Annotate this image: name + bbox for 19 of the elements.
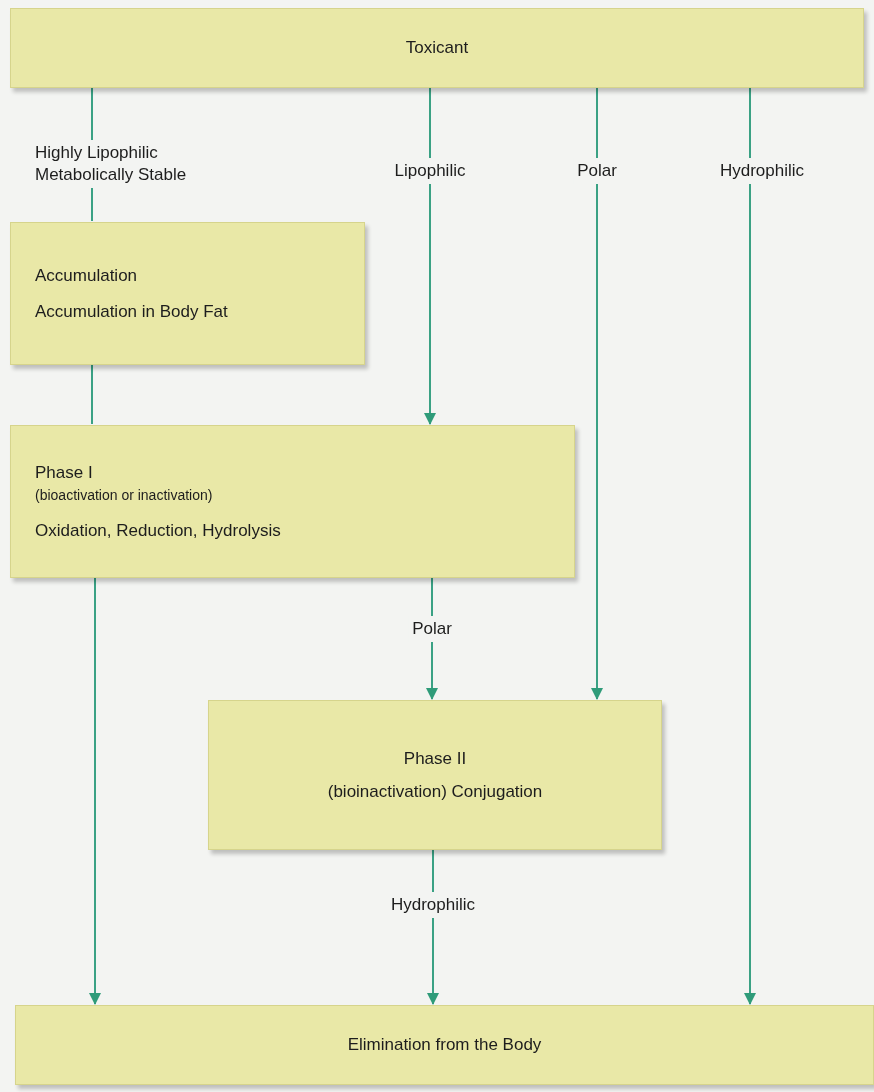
arrow xyxy=(744,87,756,1005)
connector-line xyxy=(91,364,93,425)
process-box xyxy=(15,1005,874,1085)
box-title: Phase I xyxy=(35,461,94,483)
box-title: Toxicant xyxy=(404,37,470,59)
arrow xyxy=(591,87,603,700)
arrow xyxy=(424,87,436,425)
box-text: Accumulation in Body Fat xyxy=(35,300,229,322)
process-box xyxy=(10,222,365,365)
process-box xyxy=(10,8,864,88)
process-box xyxy=(10,425,575,578)
box-text: (bioactivation or inactivation) xyxy=(35,486,214,505)
box-title: Phase II xyxy=(402,747,468,769)
arrow xyxy=(89,577,101,1005)
box-title: Accumulation xyxy=(35,265,139,287)
box-text: (bioinactivation) Conjugation xyxy=(326,781,544,803)
box-title: Elimination from the Body xyxy=(346,1034,543,1056)
box-text: Oxidation, Reduction, Hydrolysis xyxy=(35,520,282,542)
process-box xyxy=(208,700,662,850)
